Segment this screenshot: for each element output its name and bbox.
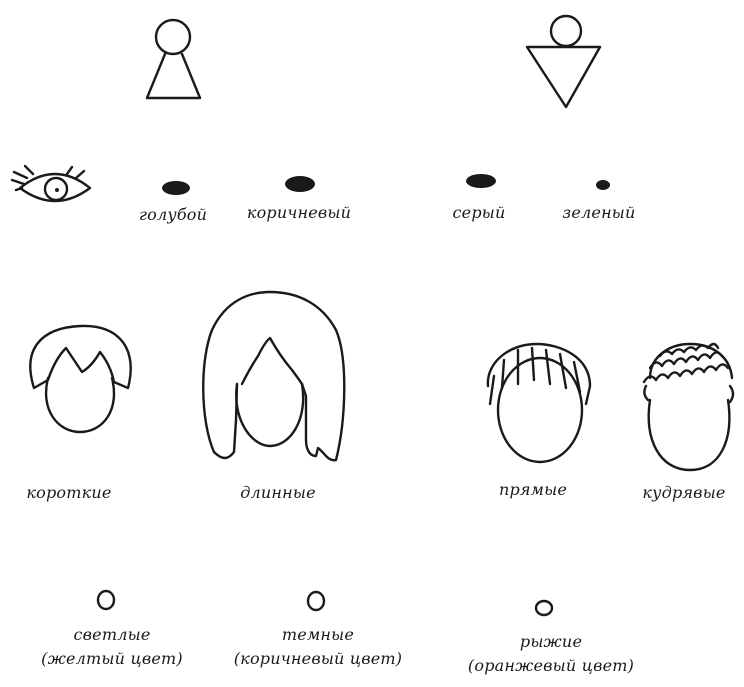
- hair-color-circle-dark: [308, 592, 324, 610]
- eye-color-label-gray: серый: [440, 203, 518, 222]
- hair-type-label-curly: кудрявые: [626, 483, 742, 502]
- eye-icon: [12, 166, 90, 201]
- eye-color-dot-gray: [466, 174, 496, 188]
- long-hair-head-icon: [203, 292, 344, 460]
- eye-color-dot-brown: [285, 176, 315, 192]
- eye-color-dot-green: [596, 180, 610, 190]
- girl-symbol-icon: [147, 20, 200, 98]
- hair-length-label-long: длинные: [220, 483, 336, 502]
- curly-hair-head-icon: [644, 344, 733, 470]
- hair-color-name-dark: темные: [222, 623, 414, 647]
- eye-color-dot-blue: [162, 181, 190, 195]
- hair-color-note-light: (желтый цвет): [0, 647, 224, 671]
- hair-color-note-red: (оранжевый цвет): [456, 654, 646, 678]
- eye-color-label-blue: голубой: [130, 205, 216, 224]
- hair-type-label-straight: прямые: [484, 480, 582, 499]
- straight-hair-head-icon: [488, 344, 590, 462]
- hair-color-circle-light: [98, 591, 114, 609]
- hair-color-note-dark: (коричневый цвет): [222, 647, 414, 671]
- eye-color-label-green: зеленый: [548, 203, 650, 222]
- hair-color-label-dark: темные (коричневый цвет): [222, 623, 414, 671]
- eye-color-label-brown: коричневый: [238, 203, 360, 222]
- hair-color-name-red: рыжие: [456, 630, 646, 654]
- hair-color-label-light: светлые (желтый цвет): [0, 623, 224, 671]
- hair-color-label-red: рыжие (оранжевый цвет): [456, 630, 646, 678]
- boy-symbol-icon: [527, 16, 600, 107]
- short-hair-head-icon: [30, 326, 130, 432]
- hair-length-label-short: короткие: [0, 483, 138, 502]
- hair-color-name-light: светлые: [0, 623, 224, 647]
- hair-color-circle-red: [536, 601, 552, 615]
